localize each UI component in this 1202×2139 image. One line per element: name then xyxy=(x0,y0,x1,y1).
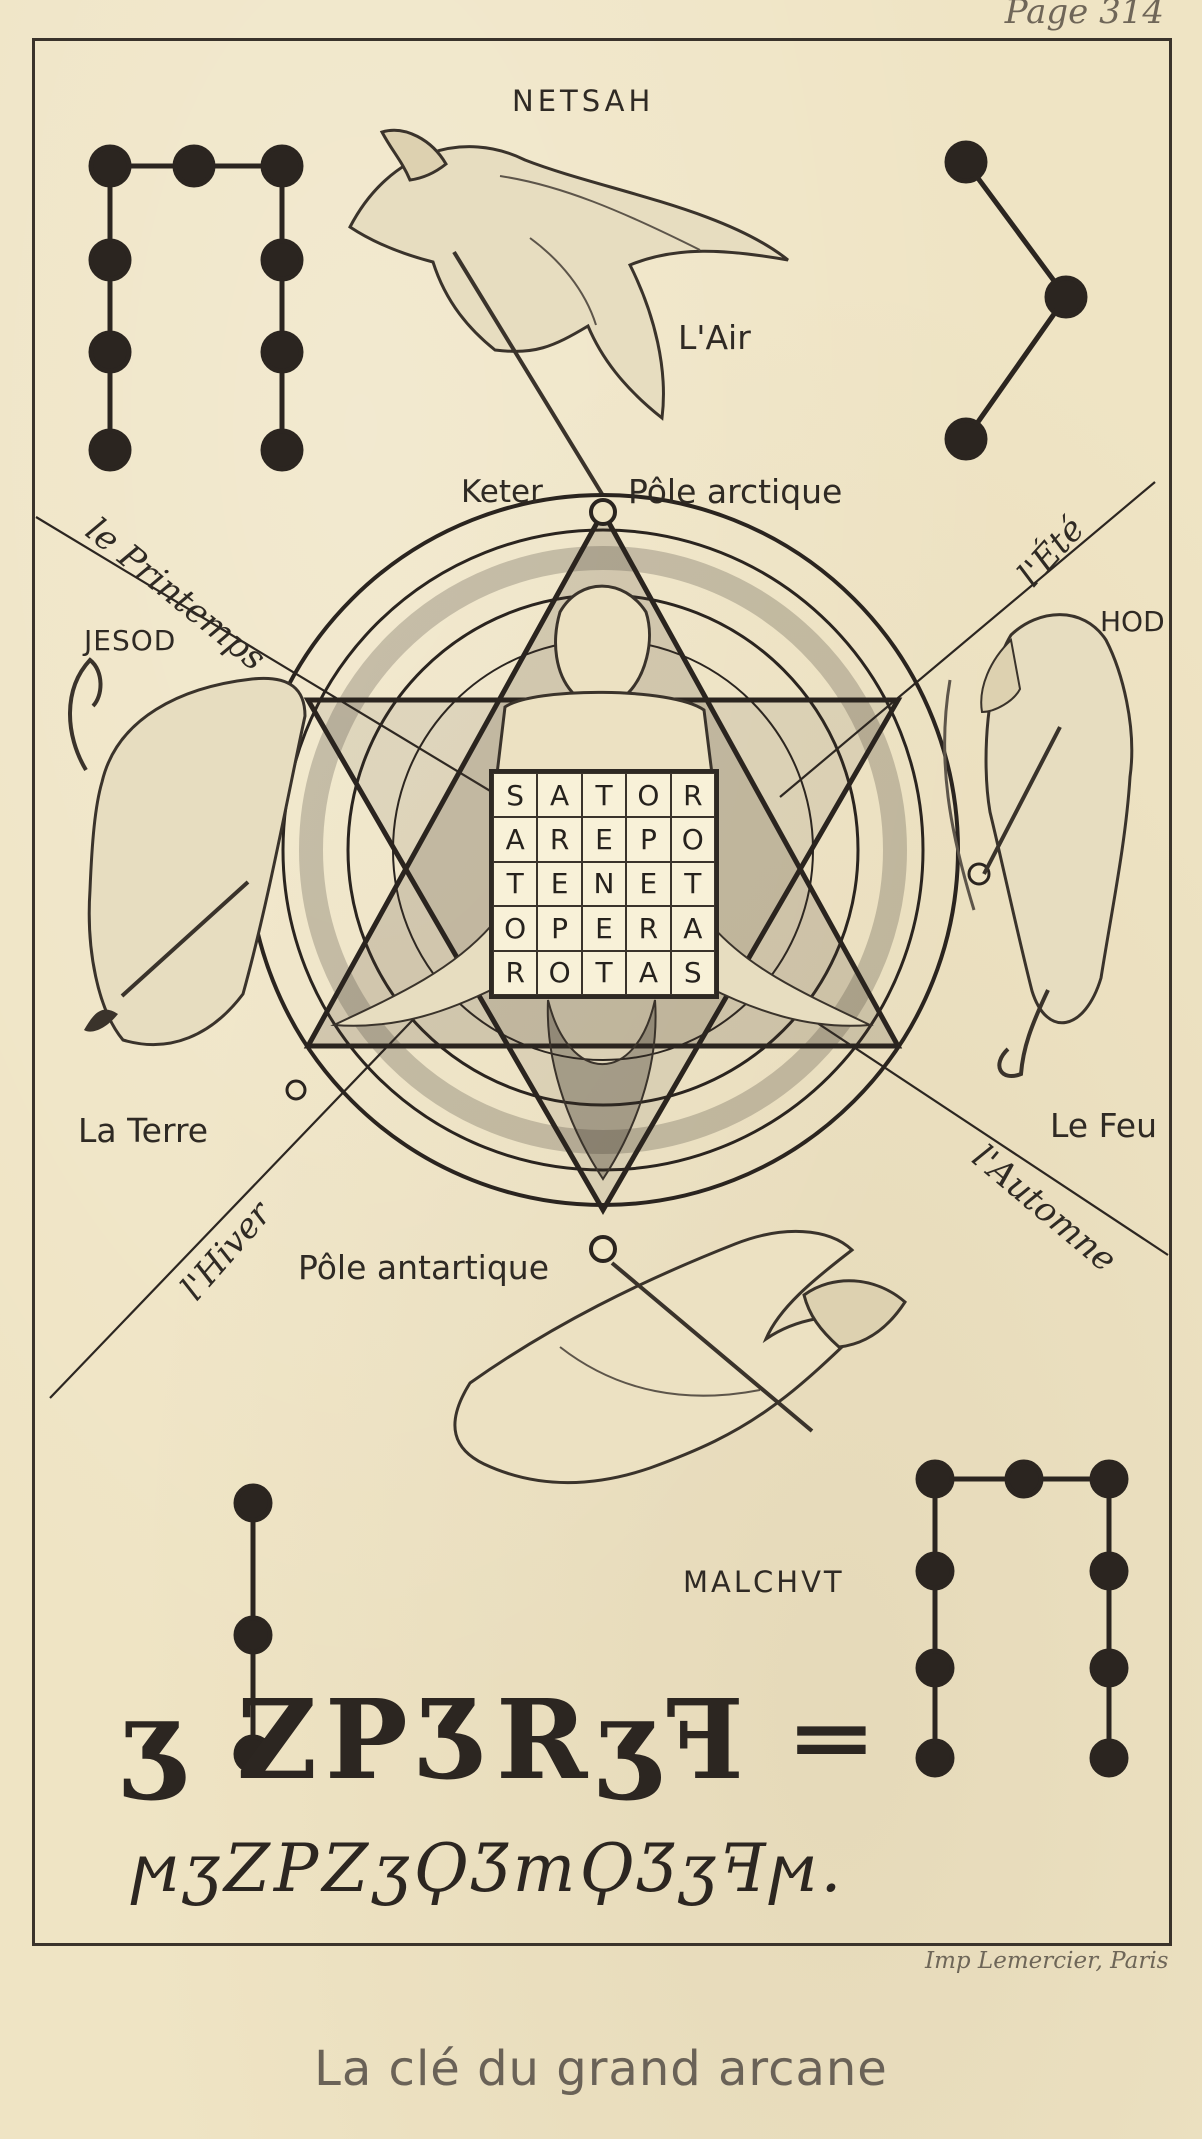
sator-cell: E xyxy=(626,861,671,907)
sator-cell: T xyxy=(581,773,627,818)
sator-cell: E xyxy=(537,861,582,907)
lion-icon xyxy=(943,613,1134,1078)
sator-cell: T xyxy=(493,861,538,907)
sator-cell: T xyxy=(670,861,715,907)
sator-square: S A T O R A R E P O T E N E T O P E R A … xyxy=(489,769,719,999)
label-jesod: JESOD xyxy=(84,624,177,657)
bottom-left-dot-glyph-icon xyxy=(233,1483,273,1774)
angel-icon xyxy=(453,1229,907,1484)
sator-cell: O xyxy=(493,906,538,951)
plate-frame xyxy=(32,38,1172,1946)
page-number: Page 314 xyxy=(1004,0,1164,32)
label-malchvt: MALCHVT xyxy=(683,1565,845,1599)
label-pole-arctique: Pôle arctique xyxy=(628,472,843,511)
sator-cell: N xyxy=(581,861,627,907)
sator-cell: R xyxy=(626,906,671,951)
sator-cell: E xyxy=(581,906,627,951)
top-right-dot-glyph-icon xyxy=(944,140,1088,461)
printer-credit: Imp Lemercier, Paris xyxy=(925,1948,1169,1974)
sator-cell: R xyxy=(670,773,715,818)
sator-cell: P xyxy=(626,817,671,862)
esoteric-script-line-1: ʒ ZPƷRʒꟻ ═ xyxy=(120,1675,873,1804)
label-hod: HOD xyxy=(1100,605,1165,638)
sator-cell: O xyxy=(537,950,582,995)
sator-cell: S xyxy=(493,773,538,818)
eagle-icon xyxy=(348,128,789,496)
sator-cell: R xyxy=(537,817,582,862)
sator-cell: E xyxy=(581,817,627,862)
sator-cell: S xyxy=(670,950,715,995)
top-left-dot-glyph-icon xyxy=(88,144,304,472)
sator-cell: O xyxy=(626,773,671,818)
sator-cell: O xyxy=(670,817,715,862)
label-le-feu: Le Feu xyxy=(1050,1106,1157,1145)
sator-cell: A xyxy=(626,950,671,995)
bull-icon xyxy=(68,657,307,1047)
sator-cell: A xyxy=(537,773,582,818)
label-netsah: NETSAH xyxy=(512,84,655,118)
plate-caption: La clé du grand arcane xyxy=(314,2041,888,2097)
sator-cell: T xyxy=(581,950,627,995)
label-air: L'Air xyxy=(678,318,751,357)
sator-cell: P xyxy=(537,906,582,951)
central-figure-icon xyxy=(330,584,874,1181)
label-la-terre: La Terre xyxy=(78,1111,209,1150)
bottom-right-dot-glyph-icon xyxy=(915,1459,1129,1778)
label-pole-antartique: Pôle antartique xyxy=(298,1248,550,1287)
sator-cell: A xyxy=(670,906,715,951)
label-keter: Keter xyxy=(461,474,543,510)
sator-cell: R xyxy=(493,950,538,995)
esoteric-script-line-2: ϻʒZPZʒϘƷmϘƷʒꟻϻ. xyxy=(132,1830,846,1907)
sator-cell: A xyxy=(493,817,538,862)
